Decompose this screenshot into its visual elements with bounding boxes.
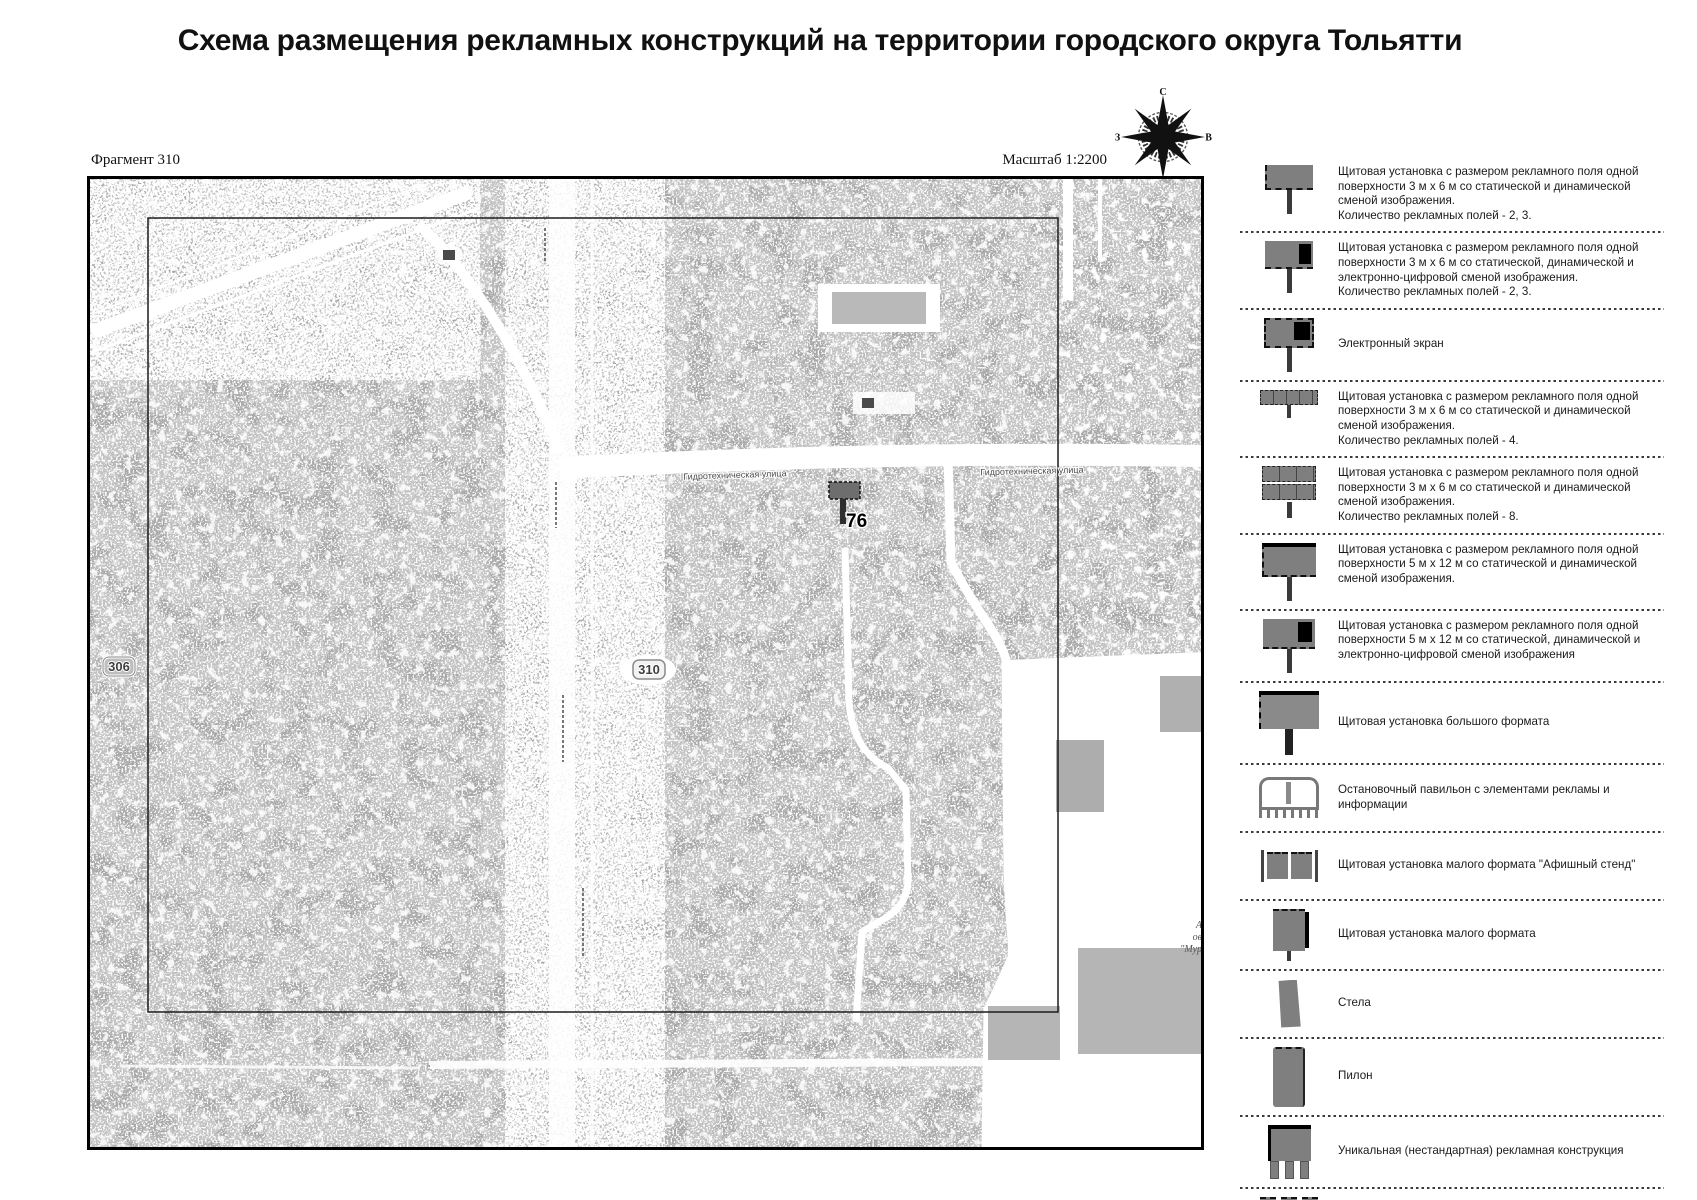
billboard-3x6-8fields-icon xyxy=(1262,466,1316,519)
legend-item-text: Щитовая установка малого формата xyxy=(1338,927,1536,941)
legend-separator xyxy=(1240,1036,1664,1039)
compass-east-label: В xyxy=(1205,133,1212,144)
scale-label: Масштаб 1:2200 xyxy=(1002,152,1107,168)
legend-separator xyxy=(1240,379,1664,382)
legend-separator xyxy=(1240,830,1664,833)
legend-item-text: Щитовая установка с размером рекламного … xyxy=(1338,618,1641,661)
road-badge-306: 306 xyxy=(101,655,137,678)
fragment-label: Фрагмент 310 xyxy=(91,152,180,168)
legend-item-text: Щитовая установка с размером рекламного … xyxy=(1338,389,1639,447)
legend-item-text: Щитовая установка малого формата "Афишны… xyxy=(1338,858,1636,872)
legend-separator xyxy=(1240,968,1664,971)
legend-separator xyxy=(1240,307,1664,310)
billboard-3x6-icon xyxy=(1265,165,1313,214)
map-edge-label: А ов "Мур xyxy=(1180,920,1203,955)
street-label: Гидротехническая улица xyxy=(980,465,1083,478)
legend-separator xyxy=(1240,608,1664,611)
road-badge-310: 310 xyxy=(632,659,666,680)
svg-text:ов: ов xyxy=(1193,932,1203,943)
pylon-icon xyxy=(1273,1046,1305,1107)
building-shape xyxy=(1056,740,1104,812)
map-border xyxy=(87,176,1204,1150)
poster-stand-icon xyxy=(1260,849,1318,882)
legend-item: Электронный экран xyxy=(1240,313,1664,377)
legend-item: Щитовая установка малого формата "Афишны… xyxy=(1240,836,1664,896)
legend-item: Остановочный павильон с элементами рекла… xyxy=(1240,768,1664,828)
compass-north-label: С xyxy=(1159,87,1166,98)
legend-item: Уникальная (нестандартная) рекламная кон… xyxy=(1240,1120,1664,1184)
legend-item: Щитовая установка с размером рекламного … xyxy=(1240,160,1664,228)
legend-item-text: Электронный экран xyxy=(1338,337,1444,351)
legend-item: Щитовая установка с размером рекламного … xyxy=(1240,385,1664,453)
legend-separator xyxy=(1240,532,1664,535)
map-canvas: Гидротехническая улица Гидротехническая … xyxy=(87,176,1204,1150)
legend-item-text: Остановочный павильон с элементами рекла… xyxy=(1338,782,1610,811)
page-title: Схема размещения рекламных конструкций н… xyxy=(177,24,1463,57)
road-badge-number: 310 xyxy=(638,662,660,677)
compass-west-label: З xyxy=(1115,133,1120,144)
svg-text:"Мур: "Мур xyxy=(1180,944,1202,955)
legend-separator xyxy=(1240,1114,1664,1117)
legend-item: Пилон xyxy=(1240,1042,1664,1112)
billboard-3x6-digital-icon xyxy=(1265,241,1313,294)
small-format-billboard-icon xyxy=(1273,908,1309,961)
electronic-screen-icon xyxy=(1264,317,1314,372)
map-neatline xyxy=(147,217,1059,1013)
bus-shelter-icon xyxy=(1259,777,1319,818)
legend-separator xyxy=(1240,680,1664,683)
large-format-billboard-icon xyxy=(1259,690,1319,755)
billboard-5x12-icon xyxy=(1262,542,1316,601)
billboard-marker-icon: 76 xyxy=(828,481,869,534)
legend-item-text: Щитовая установка с размером рекламного … xyxy=(1338,542,1639,585)
street-label: Гидротехническая улица xyxy=(683,468,787,482)
legend-item: Щитовая установка с размером рекламного … xyxy=(1240,236,1664,304)
unique-construction-icon xyxy=(1267,1124,1311,1179)
legend-separator xyxy=(1240,1186,1664,1189)
marker-number-label: 76 xyxy=(846,511,867,532)
legend-separator xyxy=(1240,898,1664,901)
legend-item-text: Щитовая установка с размером рекламного … xyxy=(1338,165,1639,222)
legend-item-text: Щитовая установка с размером рекламного … xyxy=(1338,466,1639,523)
svg-text:А: А xyxy=(1195,920,1203,931)
legend-item: Флаговая композиция, состоящая из 3-х фл… xyxy=(1240,1192,1664,1200)
map-built-area xyxy=(435,245,1204,1148)
legend-item-text: Щитовая установка с размером рекламного … xyxy=(1338,241,1639,299)
legend-item: Щитовая установка малого формата xyxy=(1240,904,1664,966)
flag-composition-icon xyxy=(1260,1196,1318,1200)
building-shape xyxy=(988,1006,1060,1060)
legend-separator xyxy=(1240,231,1664,234)
map-minor-street-text-marks xyxy=(544,228,584,956)
legend-item-text: Пилон xyxy=(1338,1069,1373,1083)
building-shape xyxy=(1078,948,1204,1054)
building-shape xyxy=(1160,676,1204,732)
legend-item-text: Щитовая установка большого формата xyxy=(1338,715,1550,729)
legend-item: Щитовая установка с размером рекламного … xyxy=(1240,614,1664,678)
legend-item: Стела xyxy=(1240,974,1664,1034)
compass-rose-icon: С Ю В З xyxy=(1115,87,1212,188)
legend-separator xyxy=(1240,456,1664,459)
legend-item: Щитовая установка с размером рекламного … xyxy=(1240,461,1664,529)
legend: Щитовая установка с размером рекламного … xyxy=(1240,160,1664,1200)
stela-icon xyxy=(1276,979,1302,1028)
legend-item: Щитовая установка большого формата xyxy=(1240,686,1664,760)
road-badge-number: 306 xyxy=(108,659,130,674)
legend-separator xyxy=(1240,762,1664,765)
legend-item: Щитовая установка с размером рекламного … xyxy=(1240,538,1664,606)
legend-item-text: Стела xyxy=(1338,996,1371,1010)
billboard-5x12-digital-icon xyxy=(1263,618,1315,673)
legend-item-text: Уникальная (нестандартная) рекламная кон… xyxy=(1338,1144,1624,1158)
billboard-3x6-4fields-icon xyxy=(1260,389,1318,418)
